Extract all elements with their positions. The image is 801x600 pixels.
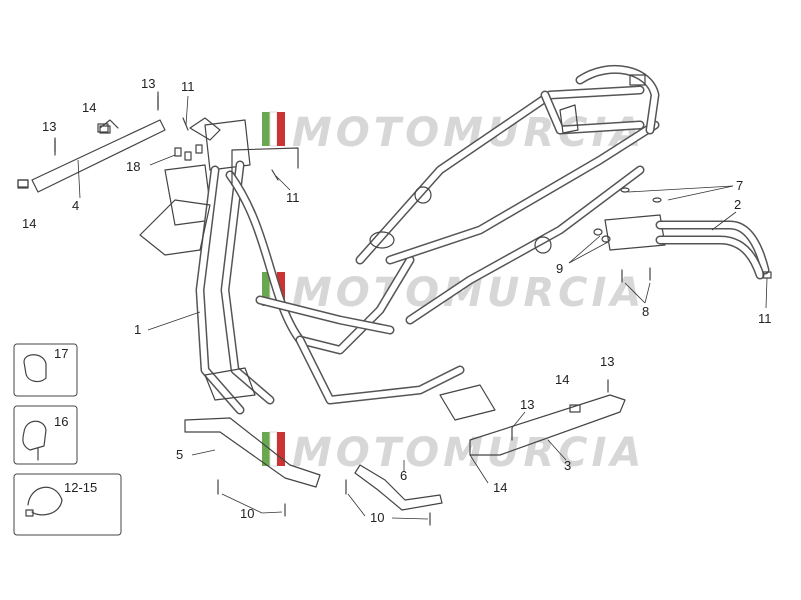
front-bracket [174,117,299,186]
callout-16: 16 [54,414,68,429]
callout-13: 13 [42,119,56,134]
callout-8: 8 [642,304,649,319]
callout-3: 3 [564,458,571,473]
hardware-top [17,91,279,189]
callout-12-15: 12-15 [64,480,97,495]
callouts: 1 2 3 4 5 6 7 8 9 10 10 11 11 11 13 13 1… [22,76,772,525]
watermark-top: MOTOMURCIA [262,110,641,156]
callout-10: 10 [240,506,254,521]
callout-13: 13 [600,354,614,369]
watermark-text: MOTOMURCIA [292,430,645,476]
callout-11: 11 [181,79,195,94]
leader-lines [77,95,768,520]
inset-17: 17 [13,343,78,397]
callout-18: 18 [126,159,140,174]
clamp-icon [22,420,47,451]
callout-6: 6 [400,468,407,483]
callout-14: 14 [82,100,96,115]
callout-7: 7 [736,178,743,193]
watermark-bottom: MOTOMURCIA [262,430,645,476]
part-6 [345,464,443,526]
bracket-2 [593,187,772,283]
callout-13: 13 [520,397,534,412]
callout-14: 14 [555,372,569,387]
callout-5: 5 [176,447,183,462]
callout-10: 10 [370,510,384,525]
callout-13: 13 [141,76,155,91]
callout-17: 17 [54,346,68,361]
callout-4: 4 [72,198,79,213]
callout-11: 11 [758,311,772,326]
frame-icon [139,64,660,421]
clip-icon [17,179,29,188]
inset-12-15: 12-15 [13,473,122,536]
ring-clamp-icon [27,486,63,516]
clip-icon [569,404,581,413]
callout-11: 11 [286,190,300,205]
rail-5 [184,417,321,517]
callout-1: 1 [134,322,141,337]
callout-14: 14 [493,480,507,495]
callout-9: 9 [556,261,563,276]
callout-2: 2 [734,197,741,212]
inset-16: 16 [13,405,78,465]
callout-14: 14 [22,216,36,231]
clip-icon [23,354,47,383]
clip-icon [99,125,111,134]
